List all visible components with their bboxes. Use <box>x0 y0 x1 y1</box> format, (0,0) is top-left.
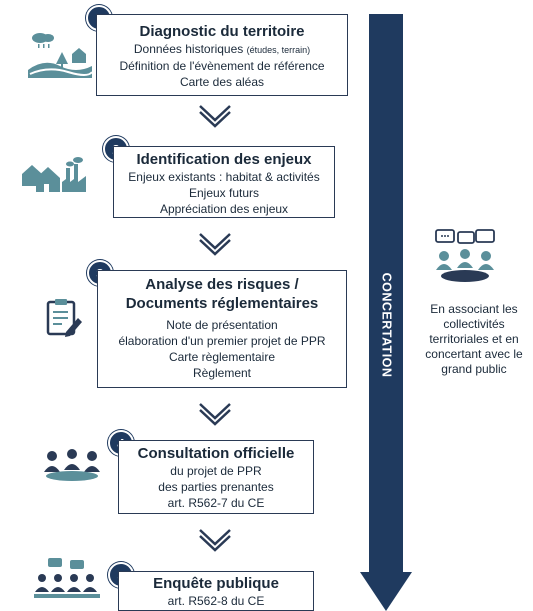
step-1-line-2: Définition de l'évènement de référence <box>119 59 325 73</box>
step-2-box: Identification des enjeux Enjeux existan… <box>113 146 335 218</box>
concertation-line-2: collectivités <box>443 317 505 331</box>
step-3-box: Analyse des risques / Documents réglemen… <box>97 270 347 388</box>
step-1-box: Diagnostic du territoire Données histori… <box>96 14 348 96</box>
chevron-down-icon <box>199 529 231 552</box>
step-3-line-2: élaboration d'un premier projet de PPR <box>118 334 326 348</box>
step-3-line-1: Note de présentation <box>166 318 278 332</box>
step-5-box: Enquête publique art. R562-8 du CE <box>118 571 314 611</box>
step-5-line-1: art. R562-8 du CE <box>167 594 265 608</box>
step-1-line-1-text: Données historiques <box>133 42 244 56</box>
chevron-down-icon <box>199 105 231 128</box>
group-discussion-icon <box>432 228 498 291</box>
concertation-description: En associant les collectivités territori… <box>418 302 530 377</box>
step-3-line-4: Règlement <box>192 366 252 380</box>
step-4-line-1: du projet de PPR <box>170 464 262 478</box>
step-4-line-3: art. R562-7 du CE <box>167 496 265 510</box>
concertation-line-1: En associant les <box>430 302 518 316</box>
chevron-down-icon <box>199 403 231 426</box>
step-2-line-1: Enjeux existants : habitat & activités <box>128 170 320 184</box>
public-discussion-icon <box>34 558 102 607</box>
concertation-label: CONCERTATION <box>368 250 404 400</box>
chevron-down-icon <box>199 233 231 256</box>
landscape-rain-icon <box>28 30 93 83</box>
step-1-line-1: Données historiques (études, terrain) <box>97 41 347 58</box>
clipboard-icon <box>44 298 84 343</box>
concertation-arrow <box>360 14 412 611</box>
step-3-title: Analyse des risques / <box>145 276 299 293</box>
concertation-label-text: CONCERTATION <box>379 272 393 378</box>
step-2-line-3: Appréciation des enjeux <box>159 202 289 216</box>
step-2-line-2: Enjeux futurs <box>188 186 260 200</box>
step-1-line-3: Carte des aléas <box>179 75 265 89</box>
concertation-line-3: territoriales et en <box>429 332 519 346</box>
step-1-title: Diagnostic du territoire <box>139 23 305 40</box>
step-2-title: Identification des enjeux <box>136 151 312 168</box>
step-4-title: Consultation officielle <box>137 445 295 462</box>
step-3-line-3: Carte règlementaire <box>168 350 276 364</box>
step-4-box: Consultation officielle du projet de PPR… <box>118 440 314 514</box>
concertation-line-5: grand public <box>441 362 507 376</box>
meeting-icon <box>42 448 102 489</box>
step-4-line-2: des parties prenantes <box>158 480 274 494</box>
step-1-line-1-note: (études, terrain) <box>246 45 311 55</box>
step-5-title: Enquête publique <box>153 575 279 592</box>
step-3-title-2: Documents réglementaires <box>125 295 319 312</box>
concertation-line-4: concertant avec le <box>425 347 523 361</box>
houses-factory-icon <box>22 152 94 201</box>
